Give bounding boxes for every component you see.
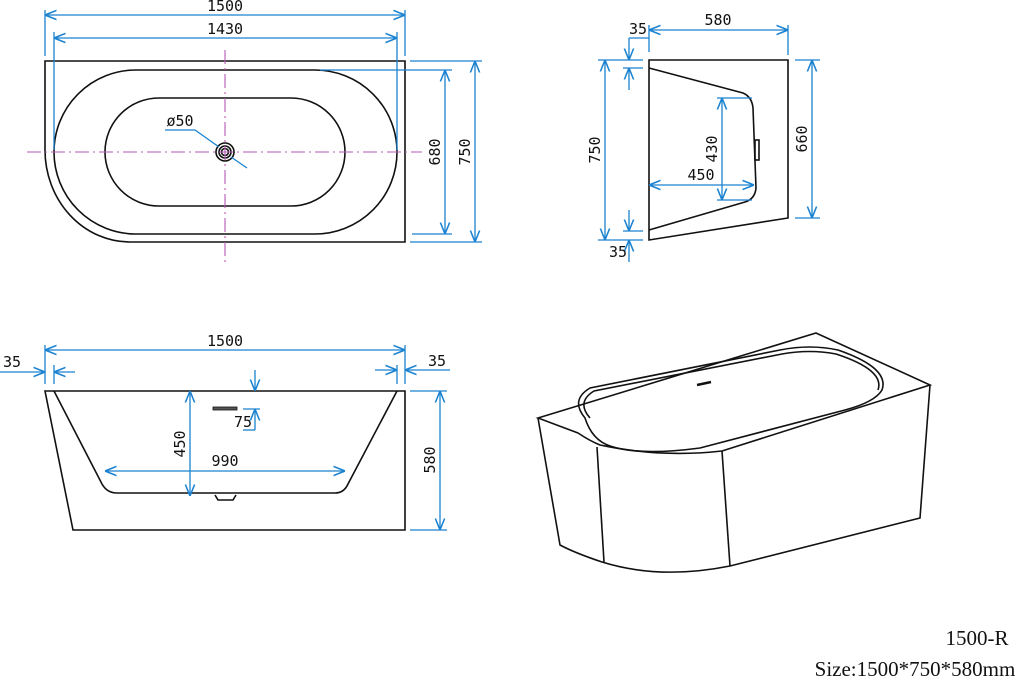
front-view: 1500 35 35 450 75 990 580	[0, 332, 450, 531]
dimension-lines-front	[0, 345, 450, 531]
dim-front-rim-right: 35	[428, 352, 446, 370]
dim-top-overall-width: 750	[456, 138, 474, 165]
dimension-lines-top	[44, 10, 482, 243]
iso-panel-seam-right	[721, 450, 731, 567]
top-outer-outline	[44, 60, 406, 243]
overflow-nub	[754, 139, 760, 161]
dim-side-depth: 580	[704, 11, 731, 29]
dim-top-inner-width: 680	[426, 138, 444, 165]
isometric-view	[535, 332, 933, 573]
side-view: 580 35 35 750 660 430 450	[586, 11, 820, 262]
dim-front-overflow-offset: 75	[234, 413, 252, 431]
dim-side-overall-width: 750	[586, 136, 604, 163]
front-overflow	[212, 406, 238, 411]
dim-drain-diameter: ø50	[166, 112, 193, 130]
front-outer-outline	[44, 390, 406, 531]
dim-side-rim-bottom: 35	[609, 243, 627, 261]
dim-side-basin-depth: 450	[687, 166, 714, 184]
front-inner-outline	[53, 390, 398, 494]
dimension-lines-side	[598, 25, 820, 262]
model-label: 1500-R	[946, 626, 1009, 650]
top-view: 1500 1430 ø50 680 750	[27, 0, 482, 262]
dim-front-rim-left: 35	[3, 353, 21, 371]
iso-rim-inner	[583, 350, 880, 419]
dim-side-rim-top: 35	[629, 20, 647, 38]
dim-front-height: 580	[421, 446, 439, 473]
dim-side-basin-height: 430	[703, 135, 721, 162]
iso-front-outline	[537, 384, 931, 573]
dim-side-height: 660	[793, 125, 811, 152]
iso-overflow	[696, 380, 712, 387]
dim-front-overall-length: 1500	[207, 332, 243, 350]
dim-top-overall-length: 1500	[207, 0, 243, 15]
size-label: Size:1500*750*580mm	[815, 657, 1016, 681]
dim-front-bottom-length: 990	[211, 452, 238, 470]
iso-panel-seam-left	[596, 446, 605, 563]
iso-rim-oval	[577, 346, 884, 453]
dim-top-inner-length: 1430	[207, 20, 243, 38]
front-drain	[214, 494, 237, 501]
iso-top-outline	[535, 332, 933, 455]
dim-front-basin-depth: 450	[171, 430, 189, 457]
